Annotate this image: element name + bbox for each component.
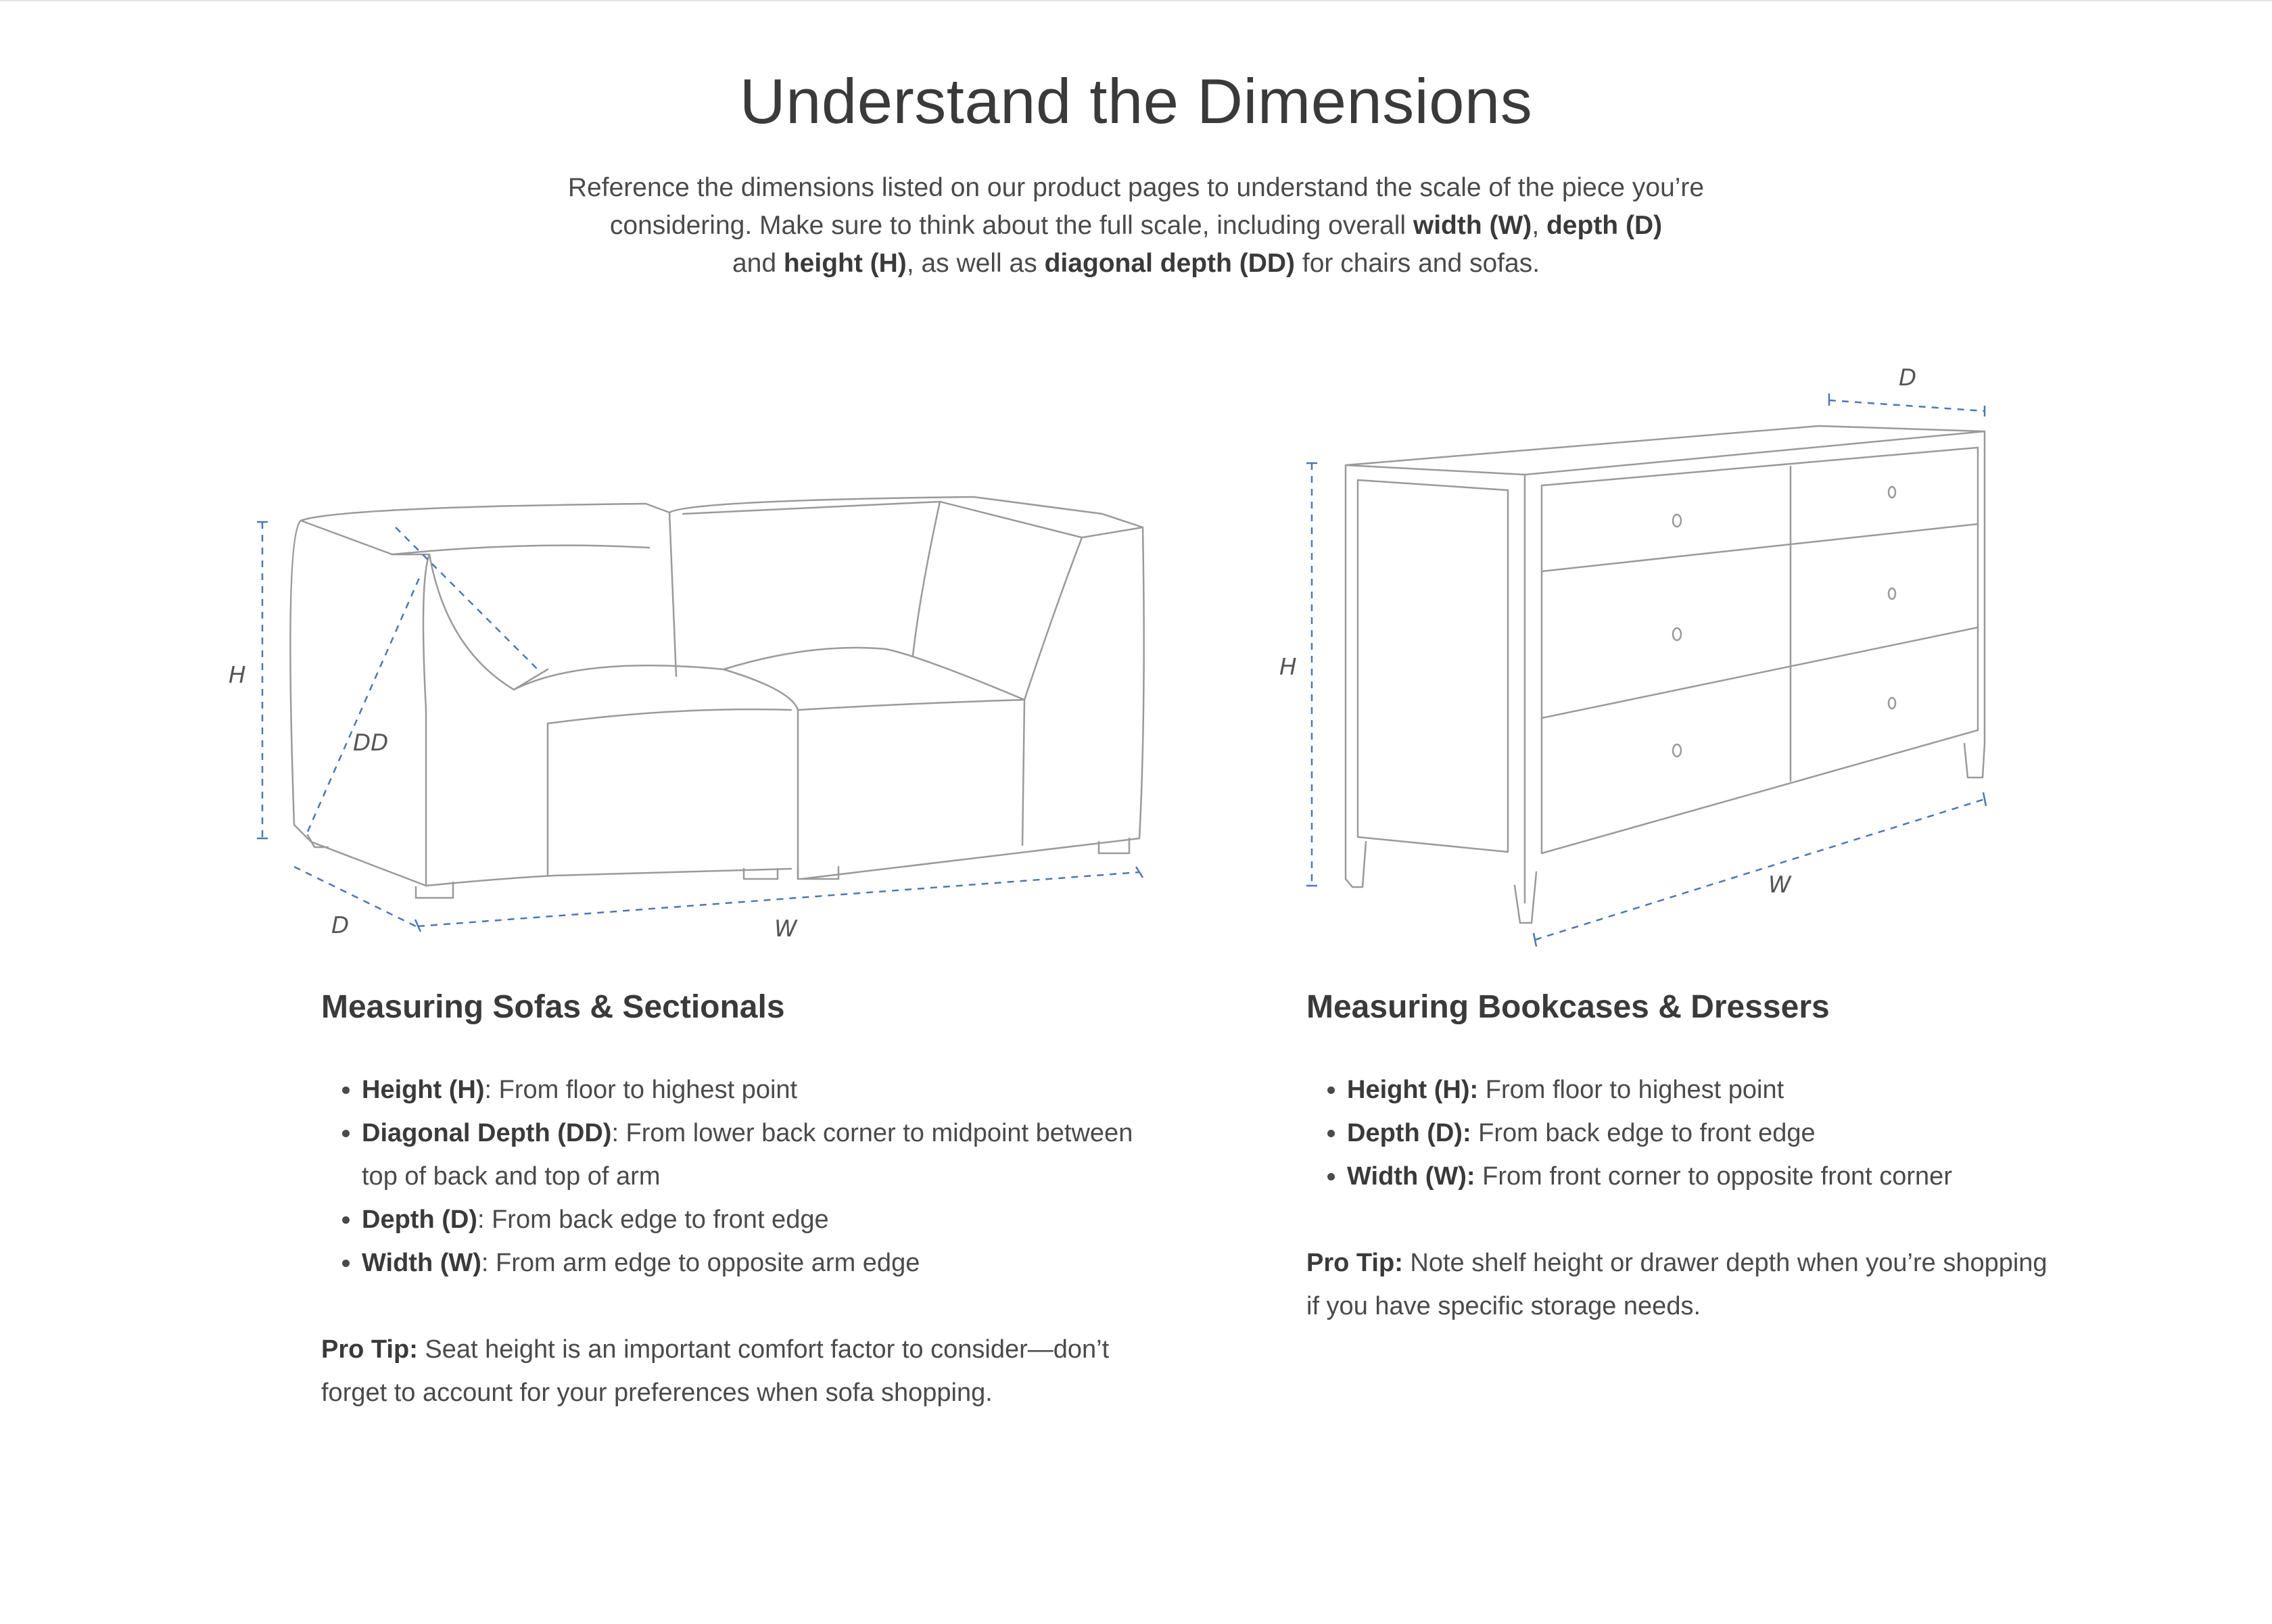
sofa-height-label: H: [229, 662, 246, 689]
sofa-dimension-lines: [257, 521, 1144, 932]
dresser-dimension-lines: [1306, 393, 1987, 947]
list-item-description: From back edge to front edge: [1471, 1119, 1816, 1147]
list-item-term: Height (H):: [1347, 1076, 1479, 1104]
list-item-description: : From arm edge to opposite arm edge: [481, 1249, 920, 1277]
intro-text: and: [732, 249, 784, 278]
dresser-height-label: H: [1279, 654, 1297, 681]
sofa-dimension-diagram: H DD D W: [229, 496, 1145, 942]
width-line: [1534, 798, 1985, 941]
list-item: Width (W): From arm edge to opposite arm…: [362, 1241, 1166, 1285]
list-item: Diagonal Depth (DD): From lower back cor…: [362, 1112, 1166, 1198]
sofa-illustration: [289, 496, 1145, 899]
pro-tip-text: Seat height is an important comfort fact…: [321, 1335, 1110, 1407]
list-item-term: Diagonal Depth (DD): [362, 1119, 612, 1147]
intro-paragraph: Reference the dimensions listed on our p…: [514, 169, 1758, 283]
depth-line: [1828, 399, 1985, 412]
list-item-term: Width (W):: [1347, 1162, 1475, 1191]
list-item-description: From floor to highest point: [1478, 1076, 1784, 1104]
dressers-heading: Measuring Bookcases & Dressers: [1306, 989, 1830, 1025]
list-item-term: Width (W): [362, 1249, 481, 1277]
list-item-description: : From floor to highest point: [484, 1076, 798, 1104]
pro-tip-text: Note shelf height or drawer depth when y…: [1306, 1249, 2048, 1320]
intro-emphasis-diagonal-depth: diagonal depth (DD): [1044, 249, 1296, 278]
dresser-dimension-diagram: D H W: [1279, 364, 1987, 947]
list-item: Height (H): From floor to highest point: [362, 1068, 1166, 1112]
list-item-description: : From back edge to front edge: [477, 1205, 829, 1234]
pro-tip-label: Pro Tip:: [321, 1335, 418, 1364]
dressers-section: Measuring Bookcases & Dressers Height (H…: [1306, 987, 2050, 1328]
width-line: [417, 871, 1140, 928]
intro-text: , as well as: [906, 249, 1045, 278]
sofas-heading: Measuring Sofas & Sectionals: [321, 989, 785, 1025]
list-item-term: Height (H): [362, 1076, 485, 1104]
sofas-pro-tip: Pro Tip: Seat height is an important com…: [321, 1328, 1166, 1414]
dresser-depth-label: D: [1899, 364, 1916, 391]
page-title: Understand the Dimensions: [739, 66, 1533, 137]
top-divider: [0, 0, 2272, 1]
dressers-measurement-list: Height (H): From floor to highest point …: [1306, 1068, 2050, 1198]
intro-emphasis-depth: depth (D): [1546, 211, 1663, 240]
sofa-depth-label: D: [331, 912, 349, 939]
intro-text: for chairs and sofas.: [1295, 249, 1540, 278]
list-item: Depth (D): From back edge to front edge: [362, 1198, 1166, 1241]
dresser-illustration: [1344, 425, 1986, 924]
intro-emphasis-width: width (W): [1413, 211, 1532, 240]
list-item: Height (H): From floor to highest point: [1347, 1068, 2050, 1112]
dressers-pro-tip: Pro Tip: Note shelf height or drawer dep…: [1306, 1241, 2050, 1328]
list-item: Width (W): From front corner to opposite…: [1347, 1155, 2050, 1198]
sofas-measurement-list: Height (H): From floor to highest point …: [321, 1068, 1166, 1285]
list-item: Depth (D): From back edge to front edge: [1347, 1112, 2050, 1155]
sofas-section: Measuring Sofas & Sectionals Height (H):…: [321, 987, 1166, 1414]
list-item-term: Depth (D):: [1347, 1119, 1471, 1147]
list-item-term: Depth (D): [362, 1205, 477, 1234]
diagonal-depth-line: [306, 577, 421, 832]
intro-emphasis-height: height (H): [783, 249, 907, 278]
sofa-diagonal-depth-label: DD: [353, 730, 388, 757]
sofa-width-label: W: [774, 915, 798, 942]
pro-tip-label: Pro Tip:: [1306, 1249, 1403, 1277]
intro-text: ,: [1532, 211, 1546, 240]
list-item-description: From front corner to opposite front corn…: [1475, 1162, 1952, 1191]
diagonal-depth-line-upper: [395, 527, 542, 673]
dresser-width-label: W: [1768, 871, 1792, 899]
list-item-description: : From lower back corner to midpoint bet…: [362, 1119, 1133, 1191]
intro-text: Reference the dimensions listed on our p…: [567, 173, 1705, 240]
depth-line: [293, 865, 417, 928]
